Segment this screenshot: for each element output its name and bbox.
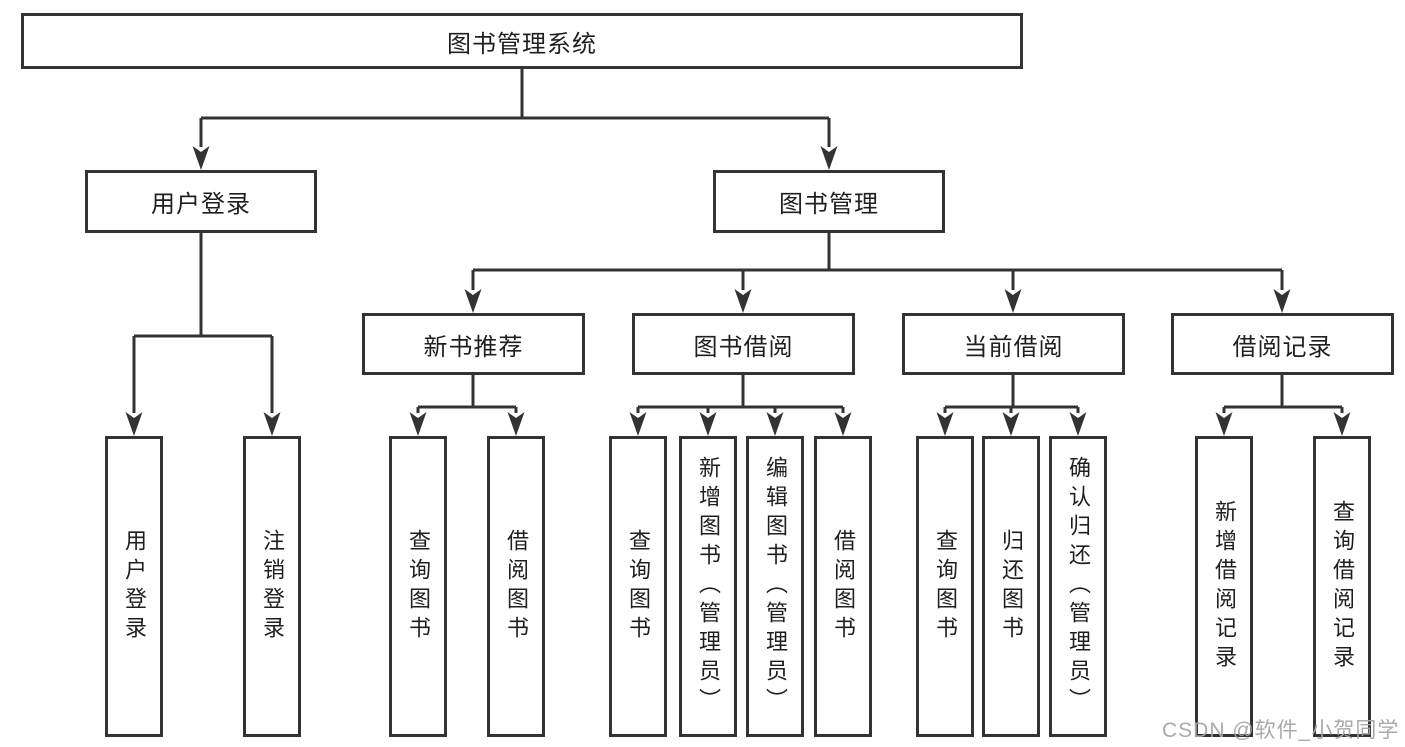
arrowhead xyxy=(820,146,838,170)
leaf-confirm-return-admin: 确认归还（管理员） xyxy=(1049,436,1107,737)
arrowhead xyxy=(125,412,143,436)
node-new-book-recommendation: 新书推荐 xyxy=(362,313,585,375)
leaf-return-book: 归还图书 xyxy=(982,436,1040,737)
arrowhead xyxy=(263,412,281,436)
arrowhead xyxy=(1333,412,1351,436)
leaf-edit-book-admin: 编辑图书（管理员） xyxy=(746,436,804,737)
leaf-borrow-books-recommend: 借阅图书 xyxy=(487,436,545,737)
arrowhead xyxy=(1273,289,1291,313)
node-book-management: 图书管理 xyxy=(713,170,945,233)
arrowhead xyxy=(834,412,852,436)
watermark-text: CSDN @软件_小贺同学 xyxy=(1162,719,1400,742)
leaf-query-borrow-record: 查询借阅记录 xyxy=(1313,436,1371,737)
leaf-add-borrow-record: 新增借阅记录 xyxy=(1195,436,1253,737)
arrowhead xyxy=(699,412,717,436)
leaf-query-books-borrowing: 查询图书 xyxy=(609,436,667,737)
leaf-user-login: 用户登录 xyxy=(105,436,163,737)
arrowhead xyxy=(192,146,210,170)
arrowhead xyxy=(766,412,784,436)
node-book-borrowing: 图书借阅 xyxy=(632,313,855,375)
arrowhead xyxy=(507,412,525,436)
leaf-query-books-current: 查询图书 xyxy=(916,436,974,737)
arrowhead xyxy=(734,289,752,313)
arrowhead xyxy=(464,289,482,313)
leaf-query-books-recommend: 查询图书 xyxy=(389,436,447,737)
leaf-add-book-admin: 新增图书（管理员） xyxy=(679,436,737,737)
arrowhead xyxy=(409,412,427,436)
node-borrowing-records: 借阅记录 xyxy=(1171,313,1394,375)
leaf-borrow-books-borrowing: 借阅图书 xyxy=(814,436,872,737)
arrowhead xyxy=(1002,412,1020,436)
node-library-system: 图书管理系统 xyxy=(21,13,1023,69)
leaf-logout: 注销登录 xyxy=(243,436,301,737)
arrowhead xyxy=(936,412,954,436)
node-current-borrowing: 当前借阅 xyxy=(902,313,1125,375)
arrowhead xyxy=(1004,289,1022,313)
arrowhead xyxy=(629,412,647,436)
arrowhead xyxy=(1069,412,1087,436)
node-user-login: 用户登录 xyxy=(85,170,317,233)
arrowhead xyxy=(1215,412,1233,436)
